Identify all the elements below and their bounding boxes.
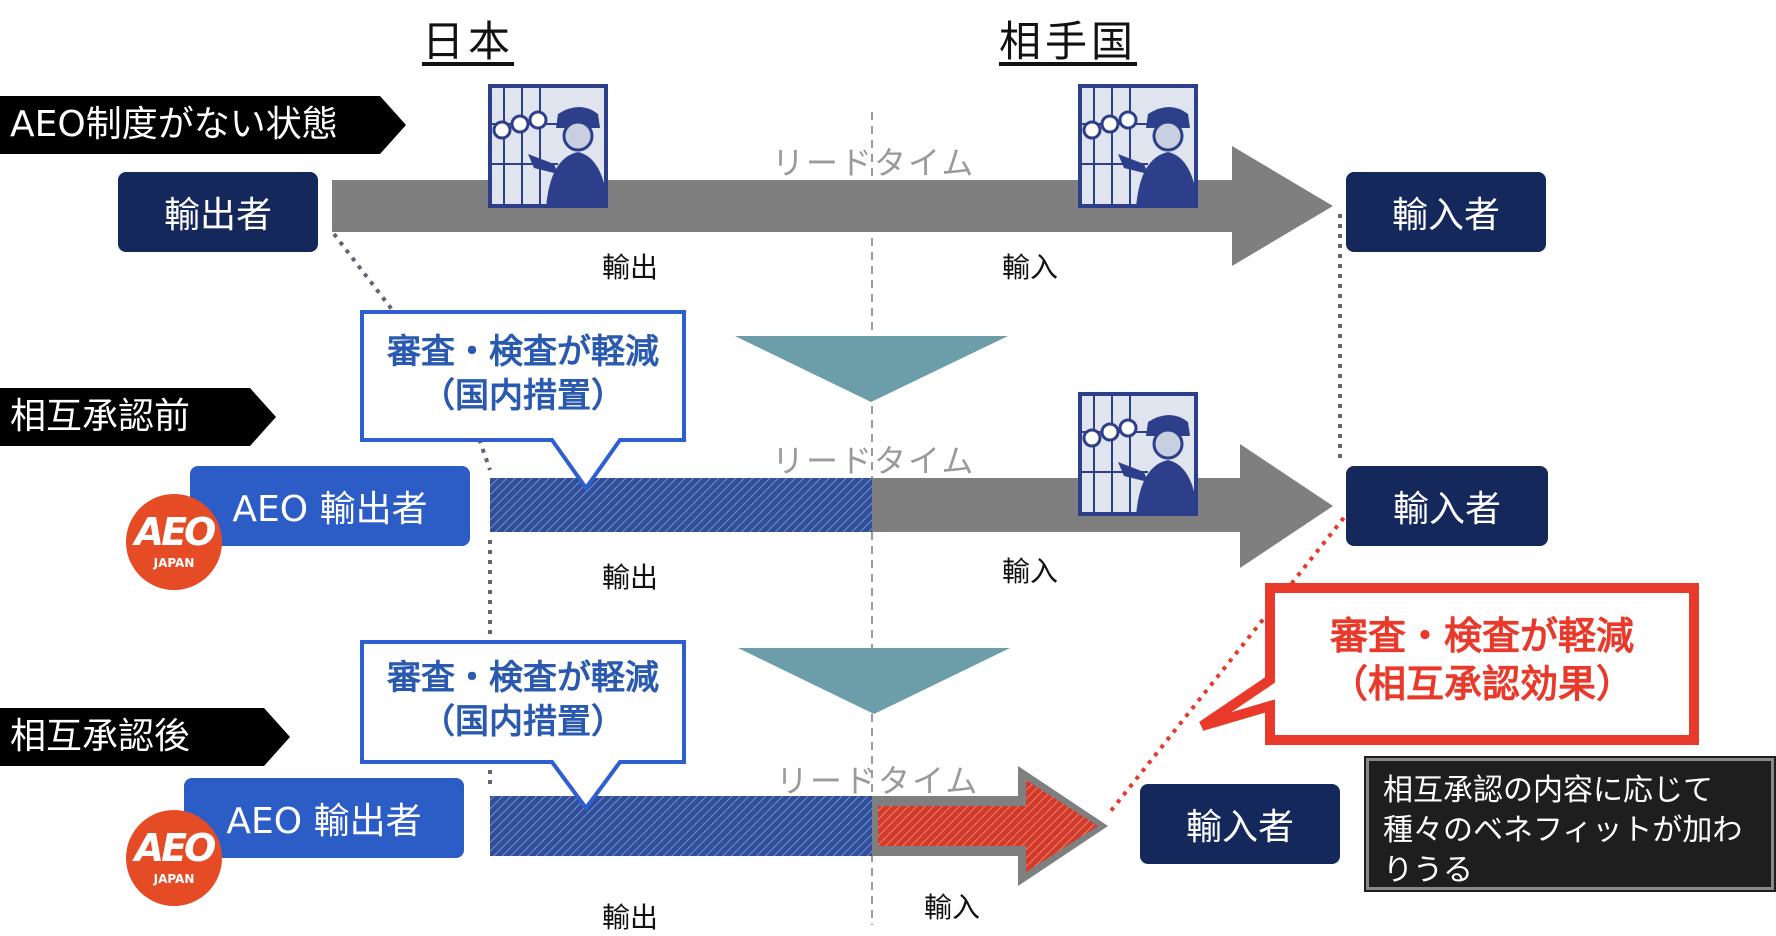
importer-box: 輸入者 — [1346, 172, 1546, 252]
aeo-logo-subtext: JAPAN — [153, 872, 195, 886]
benefit-note-box: 相互承認の内容に応じて 種々のベネフィットが加わりうる — [1364, 756, 1776, 892]
export-label: 輸出 — [602, 901, 659, 934]
row-tag-after-mutual-recognition: 相互承認後 — [0, 708, 290, 766]
importer-box: 輸入者 — [1346, 466, 1548, 546]
aeo-logo-subtext: JAPAN — [153, 556, 195, 570]
row-tag-before-mutual-recognition: 相互承認前 — [0, 388, 276, 446]
note-line2: 種々のベネフィットが加わりうる — [1383, 813, 1743, 888]
exporter-box: 輸出者 — [118, 172, 318, 252]
aeo-japan-logo: AEO JAPAN — [126, 810, 222, 906]
aeo-logo-text: AEO — [134, 826, 217, 870]
import-label: 輸入 — [1002, 251, 1059, 284]
aeo-exporter-box: AEO 輸出者 — [184, 778, 464, 858]
callout-line2: （国内措置） — [421, 376, 625, 416]
mutual-recognition-effect-callout: 審査・検査が軽減 （相互承認効果） — [1270, 612, 1694, 708]
callout-line1: 審査・検査が軽減 — [387, 658, 659, 698]
customs-inspector-icon — [1076, 390, 1200, 518]
export-label: 輸出 — [602, 561, 659, 594]
export-label: 輸出 — [602, 251, 659, 284]
row-tag-no-aeo: AEO制度がない状態 — [0, 96, 406, 154]
import-label: 輸入 — [924, 891, 981, 924]
callout-line2: （国内措置） — [421, 702, 625, 742]
domestic-measure-callout: 審査・検査が軽減 （国内措置） — [362, 656, 684, 744]
customs-inspector-icon — [1076, 82, 1200, 210]
callout-line1: 審査・検査が軽減 — [1329, 614, 1634, 658]
column-header-japan: 日本 — [421, 17, 514, 66]
lead-time-label: リードタイム — [776, 762, 980, 800]
aeo-logo-text: AEO — [134, 510, 217, 554]
column-header-partner-country: 相手国 — [998, 17, 1137, 66]
import-label: 輸入 — [1002, 555, 1059, 588]
lead-time-label: リードタイム — [772, 144, 976, 182]
lead-time-label: リードタイム — [772, 442, 976, 480]
customs-inspector-icon — [486, 82, 610, 210]
callout-line1: 審査・検査が軽減 — [387, 332, 659, 372]
domestic-measure-callout: 審査・検査が軽減 （国内措置） — [362, 330, 684, 418]
aeo-exporter-box: AEO 輸出者 — [190, 466, 470, 546]
aeo-japan-logo: AEO JAPAN — [126, 494, 222, 590]
note-line1: 相互承認の内容に応じて — [1383, 773, 1713, 808]
callout-line2: （相互承認効果） — [1329, 662, 1634, 706]
importer-box: 輸入者 — [1140, 784, 1340, 864]
